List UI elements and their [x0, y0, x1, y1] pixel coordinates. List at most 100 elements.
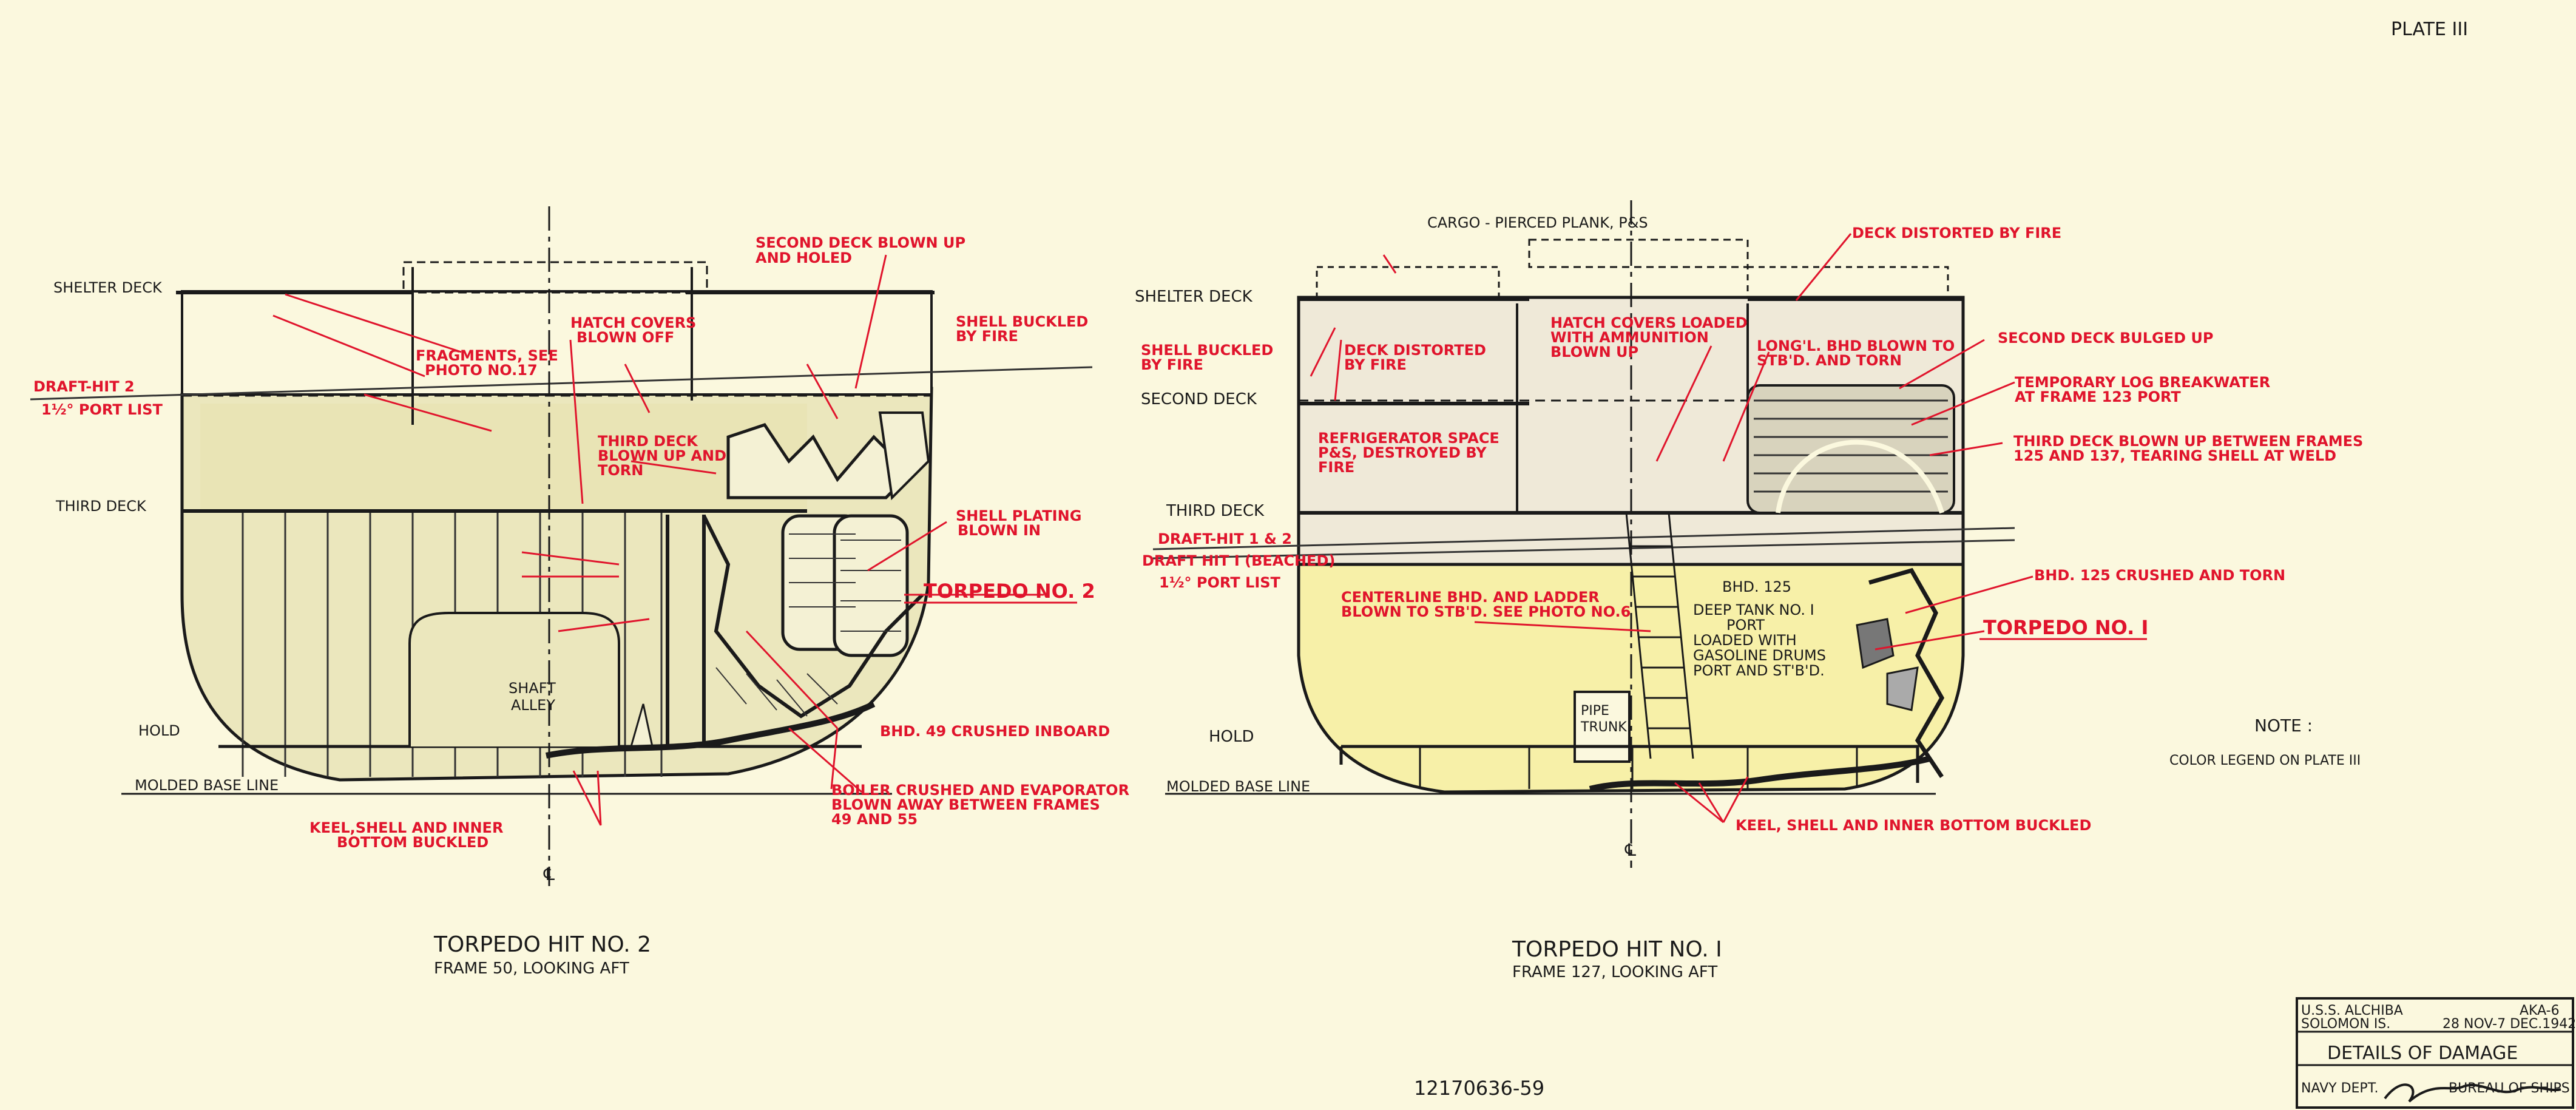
right-view-subtitle: FRAME 127, LOOKING AFT [1512, 963, 1717, 981]
right-pipe-trunk [1574, 691, 1631, 763]
tb-ship: U.S.S. ALCHIBA [2301, 1003, 2403, 1018]
left-ann-9: THIRD DECK [598, 433, 698, 450]
right-draft-label-2: DRAFT HIT I (BEACHED) [1142, 552, 1335, 569]
right-ann-19: FIRE [1318, 459, 1354, 476]
right-deck-third: THIRD DECK [1166, 502, 1265, 520]
right-pierced-plank [1316, 266, 1949, 299]
right-buckled-bottom [1589, 756, 1931, 792]
left-draft-label: DRAFT-HIT 2 [33, 378, 135, 395]
left-view-title: TORPEDO HIT NO. 2 [433, 932, 651, 957]
left-centerline-mark: ℄ [543, 864, 555, 884]
left-deck-shelter: SHELTER DECK [53, 279, 163, 296]
right-deck-shelter: SHELTER DECK [1135, 288, 1253, 306]
right-ann-10: LONG'L. BHD BLOWN TO [1757, 337, 1955, 354]
left-upper-hull [181, 290, 933, 396]
right-tank-5: GASOLINE DRUMS [1693, 647, 1826, 664]
right-base-line-label: MOLDED BASE LINE [1166, 778, 1310, 795]
left-ann-12: SHELL PLATING [956, 507, 1081, 524]
right-torpedo-label: TORPEDO NO. I [1983, 616, 2148, 639]
tb-dept: NAVY DEPT. [2301, 1081, 2379, 1096]
right-deck-second: SECOND DECK [1141, 390, 1257, 408]
right-ann-8: DECK DISTORTED [1344, 342, 1486, 359]
left-hatch-coaming [402, 261, 708, 294]
right-centerline-mark: ℄ [1624, 840, 1636, 860]
right-labels: SHELTER DECK SECOND DECK THIRD DECK HOLD… [1135, 214, 2363, 981]
right-ann-4: WITH AMMUNITION [1550, 329, 1709, 346]
right-ann-14: AT FRAME 123 PORT [2015, 388, 2181, 405]
right-list-label: 1½° PORT LIST [1159, 574, 1281, 591]
left-ann-18: KEEL,SHELL AND INNER [309, 819, 503, 836]
right-tank-2: DEEP TANK NO. I [1693, 601, 1814, 618]
right-tank-3: PORT [1726, 617, 1765, 634]
tb-dates: 28 NOV-7 DEC.1942 [2442, 1017, 2576, 1032]
right-ann-21: CENTERLINE BHD. AND LADDER [1341, 589, 1600, 606]
left-waterline [30, 366, 1093, 401]
left-ann-16: BLOWN AWAY BETWEEN FRAMES [831, 796, 1100, 813]
title-block: U.S.S. ALCHIBA AKA-6 SOLOMON IS. 28 NOV-… [2296, 997, 2576, 1109]
note-text: COLOR LEGEND ON PLATE III [2169, 753, 2361, 768]
right-ann-2: DECK DISTORTED BY FIRE [1852, 225, 2061, 242]
right-ann-20: BHD. 125 CRUSHED AND TORN [2034, 567, 2285, 584]
right-ann-13: TEMPORARY LOG BREAKWATER [2015, 374, 2270, 391]
left-ann-6: BY FIRE [956, 328, 1018, 345]
right-inner-bottom [1339, 745, 1919, 783]
drawing-number: 12170636-59 [1414, 1077, 1544, 1100]
plate-label: PLATE III [2391, 19, 2468, 40]
right-ann-5: BLOWN UP [1550, 343, 1638, 360]
left-damage-arrows [272, 254, 1044, 826]
right-waterline-1 [1152, 527, 2015, 550]
left-ann-17: 49 AND 55 [831, 811, 918, 828]
right-pipe-label: PIPE [1581, 703, 1609, 719]
left-ann-19: BOTTOM BUCKLED [337, 834, 488, 851]
left-hull-section [30, 206, 1093, 886]
left-deck-third: THIRD DECK [55, 498, 147, 515]
left-ann-10: BLOWN UP AND [598, 447, 726, 464]
left-base-line-label: MOLDED BASE LINE [135, 777, 279, 794]
left-view-subtitle: FRAME 50, LOOKING AFT [434, 959, 629, 978]
tb-hull: AKA-6 [2520, 1003, 2560, 1018]
right-tank-6: PORT AND ST'B'D. [1693, 662, 1825, 679]
right-tank-4: LOADED WITH [1693, 632, 1797, 649]
note-title: NOTE : [2254, 716, 2313, 736]
right-ann-24: KEEL, SHELL AND INNER BOTTOM BUCKLED [1736, 817, 2091, 834]
right-ann-16: 125 AND 137, TEARING SHELL AT WELD [2013, 447, 2336, 464]
right-view-title: TORPEDO HIT NO. I [1512, 937, 1722, 962]
left-shaft-label: SHAFT [509, 680, 556, 697]
left-ann-5: SHELL BUCKLED [956, 313, 1088, 330]
left-buckled-bottom [546, 701, 876, 759]
right-tank-1: BHD. 125 [1722, 578, 1791, 595]
left-ann-14: BHD. 49 CRUSHED INBOARD [880, 723, 1110, 740]
tb-heading: DETAILS OF DAMAGE [2327, 1043, 2518, 1064]
right-ann-22: BLOWN TO STB'D. SEE PHOTO NO.6 [1341, 603, 1631, 620]
left-ann-13: BLOWN IN [958, 522, 1041, 539]
left-torpedo-label: TORPEDO NO. 2 [924, 580, 1095, 603]
right-ann-1: CARGO - PIERCED PLANK, P&S [1427, 214, 1648, 231]
left-list-label: 1½° PORT LIST [41, 401, 163, 418]
right-torn-shell [1868, 567, 1945, 778]
left-ann-2: AND HOLED [756, 249, 852, 266]
right-ann-17: REFRIGERATOR SPACE [1318, 430, 1499, 447]
right-hull-section [1152, 200, 2015, 868]
left-alley-label: ALLEY [511, 697, 555, 714]
left-ann-1: SECOND DECK BLOWN UP [756, 234, 965, 251]
right-ann-3: HATCH COVERS LOADED [1550, 314, 1748, 331]
left-ann-11: TORN [598, 462, 643, 479]
right-hatch [1528, 239, 1749, 268]
left-ann-8: PHOTO NO.17 [425, 362, 538, 379]
left-hold-band [200, 404, 807, 513]
left-ann-4: BLOWN OFF [576, 329, 674, 346]
right-ann-9: BY FIRE [1344, 356, 1407, 373]
right-ann-11: STB'D. AND TORN [1757, 352, 1902, 369]
left-ann-15: BOILER CRUSHED AND EVAPORATOR [831, 782, 1129, 799]
right-ann-15: THIRD DECK BLOWN UP BETWEEN FRAMES [2013, 433, 2363, 450]
tb-location: SOLOMON IS. [2301, 1017, 2390, 1032]
right-waterline-2 [1152, 539, 2015, 560]
right-trunk-label: TRUNK [1580, 720, 1627, 735]
right-ann-7: BY FIRE [1141, 356, 1203, 373]
right-draft-label-1: DRAFT-HIT 1 & 2 [1158, 530, 1292, 547]
right-ann-18: P&S, DESTROYED BY [1318, 444, 1487, 461]
tb-bureau: BUREAU OF SHIPS [2449, 1081, 2570, 1096]
left-ann-7: FRAGMENTS, SEE [416, 347, 558, 364]
